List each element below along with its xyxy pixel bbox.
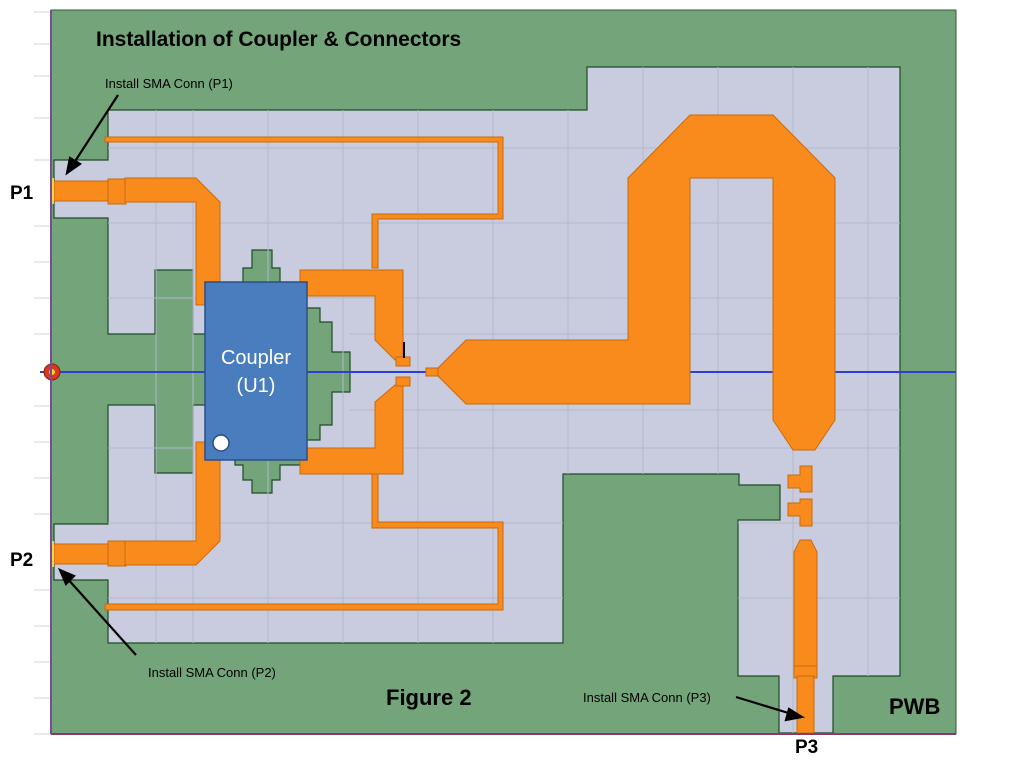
arrow-p1-head xyxy=(65,156,83,176)
ruler-ticks xyxy=(34,11,50,735)
arrow-p2 xyxy=(65,576,137,656)
diagram-title: Installation of Coupler & Connectors xyxy=(96,28,461,51)
p2-taper xyxy=(107,540,127,567)
note-install-p1: Install SMA Conn (P1) xyxy=(105,76,233,91)
port-label-p1: P1 xyxy=(10,183,34,204)
arrow-p2-head xyxy=(57,567,76,586)
arrow-p3-head xyxy=(784,707,806,722)
p3-connector-pad xyxy=(796,675,815,734)
board-label: PWB xyxy=(889,694,940,719)
figure-label: Figure 2 xyxy=(386,685,472,710)
coupler-ref: (U1) xyxy=(237,375,276,397)
p1-taper xyxy=(107,178,127,205)
p2-connector-pad xyxy=(53,543,111,565)
gap-pad-upper xyxy=(395,356,411,367)
p3-stub-lower xyxy=(787,498,813,527)
coupler-name: Coupler xyxy=(221,347,291,369)
port-label-p2: P2 xyxy=(10,550,33,571)
gap-pad-lower xyxy=(395,376,411,387)
p3-stub-upper xyxy=(787,465,813,493)
lower-thin-line xyxy=(104,469,504,611)
upper-thin-line xyxy=(104,136,504,269)
p1-connector-pad xyxy=(53,180,111,202)
arrow-p3 xyxy=(735,695,796,717)
p3-line xyxy=(793,539,818,667)
annotation-arrows xyxy=(57,94,806,722)
arrow-p1 xyxy=(71,94,119,167)
coupler-u1-body xyxy=(204,281,308,461)
port-label-p3: P3 xyxy=(795,737,818,758)
note-install-p3: Install SMA Conn (P3) xyxy=(583,690,711,705)
note-install-p2: Install SMA Conn (P2) xyxy=(148,665,276,680)
pin1-marker xyxy=(212,434,230,452)
upper-output-block xyxy=(299,269,404,361)
rf-traces xyxy=(53,114,836,734)
main-serpentine-line xyxy=(437,114,836,451)
p2-line xyxy=(124,441,221,566)
gap-pad-center xyxy=(425,367,439,377)
